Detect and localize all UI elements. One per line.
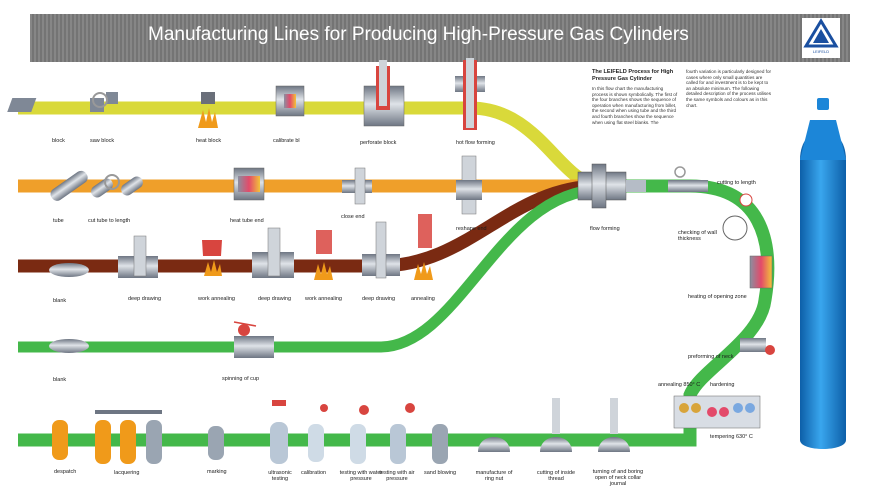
description-col1: In this flow chart the manufacturing pro…	[592, 86, 678, 125]
logo-text: LEIFELD	[812, 49, 830, 54]
sand-blowing-icon	[432, 424, 448, 464]
label-tube: tube	[53, 218, 64, 224]
description-col2: fourth variation is particularly designe…	[686, 69, 772, 108]
blank-disc-icon-2	[49, 339, 89, 353]
annealing-icon-3	[414, 214, 433, 280]
block-icon	[7, 98, 37, 112]
wall-thickness-gauge-icon	[722, 193, 753, 241]
calibrate-block-icon	[275, 85, 305, 117]
description-title: The LEIFELD Process for High Pressure Ga…	[592, 69, 674, 82]
blank-line-2	[18, 184, 601, 353]
label-annealing-850: annealing 850° C	[658, 382, 701, 388]
lacquering-cylinders-icon	[95, 410, 162, 464]
label-heating-opening: heating of opening zone	[688, 294, 747, 300]
label-inside-thread: cutting of inside thread	[536, 470, 576, 482]
label-water-pressure: testing with water pressure	[339, 470, 383, 482]
label-spinning-cup: spinning of cup	[222, 376, 259, 382]
reshape-end-icon	[456, 155, 482, 215]
gas-cylinder-icon	[800, 98, 846, 449]
label-deep-drawing-1: deep drawing	[128, 296, 162, 302]
flow-forming-machine-icon	[577, 163, 646, 209]
label-lacquering: lacquering	[114, 470, 140, 476]
page-title: Manufacturing Lines for Producing High-P…	[148, 24, 689, 45]
blank-disc-icon	[49, 263, 89, 277]
company-logo: LEIFELD	[802, 18, 840, 58]
label-deep-drawing-2: deep drawing	[258, 296, 292, 302]
work-annealing-icon-2	[314, 230, 333, 280]
water-pressure-test-icon	[350, 405, 369, 464]
heat-block-icon	[198, 92, 218, 128]
label-heat-block: heat block	[196, 138, 222, 144]
label-ring-nut: manufacture of ring nut	[475, 470, 513, 482]
label-annealing-3: annealing	[411, 296, 435, 302]
hot-flow-forming-icon	[455, 58, 485, 130]
label-blank-1: blank	[53, 298, 67, 304]
label-cutting-to-length: cutting to length	[717, 180, 756, 186]
heating-opening-zone-icon	[749, 255, 773, 289]
label-work-annealing-1: work annealing	[198, 296, 235, 302]
label-checking-wall: checking of wall thickness	[678, 230, 717, 242]
label-close-end: close end	[341, 214, 365, 220]
annealing-hardening-tank-icon	[673, 395, 761, 429]
close-end-icon	[342, 167, 372, 205]
label-calibration: calibration	[301, 470, 327, 476]
label-neck-collar: turning of and boring open of neck colla…	[592, 469, 644, 487]
label-preforming-neck: preforming of neck	[688, 354, 734, 360]
cutting-to-length-icon	[668, 166, 708, 192]
spinning-cup-icon	[233, 321, 274, 358]
deep-drawing-icon-2	[252, 227, 294, 278]
label-flow-forming: flow forming	[590, 226, 620, 232]
neck-collar-icon	[598, 398, 630, 452]
label-tempering: tempering 630° C	[710, 434, 753, 440]
label-calibrate: calibrate bl	[273, 138, 300, 144]
cut-tube-icon	[91, 174, 143, 198]
label-work-annealing-2: work annealing	[305, 296, 342, 302]
label-despatch: despatch	[54, 469, 77, 475]
label-perforate-block: perforate block	[360, 140, 397, 146]
air-pressure-test-icon	[390, 403, 415, 464]
label-hardening: hardening	[710, 382, 735, 388]
label-saw-block: saw block	[90, 138, 115, 144]
label-air-pressure: testing with air pressure	[379, 470, 415, 482]
deep-drawing-icon-3	[362, 221, 400, 279]
label-ultrasonic: ultrasonic testing	[268, 470, 292, 482]
ring-nut-icon	[478, 437, 510, 452]
despatch-cylinders-icon	[52, 420, 68, 460]
label-hot-flow-forming: hot flow forming	[456, 140, 495, 146]
main-green-line	[18, 179, 775, 447]
preforming-neck-icon	[740, 338, 775, 355]
blank-line-1	[18, 179, 601, 273]
label-cut-tube: cut tube to length	[88, 218, 131, 224]
inside-thread-icon	[540, 398, 572, 452]
label-marking: marking	[207, 469, 227, 475]
heat-tube-end-icon	[233, 167, 265, 201]
label-sand-blowing: sand blowing	[424, 470, 457, 476]
perforate-block-icon	[363, 60, 405, 127]
label-reshape-end: reshape end	[456, 226, 487, 232]
marking-icon	[208, 426, 224, 460]
logo-triangle-icon	[803, 18, 839, 48]
label-block: block	[52, 138, 65, 144]
label-blank-2: blank	[53, 377, 67, 383]
header-banner: Manufacturing Lines for Producing High-P…	[30, 14, 850, 62]
deep-drawing-icon-1	[118, 235, 158, 278]
label-deep-drawing-3: deep drawing	[362, 296, 396, 302]
tube-icon	[50, 170, 88, 201]
billet-line	[18, 101, 601, 192]
saw-block-icon	[90, 92, 118, 112]
ultrasonic-testing-icon	[270, 400, 288, 464]
calibration-icon	[308, 404, 328, 462]
label-heat-tube-end: heat tube end	[230, 218, 264, 224]
work-annealing-cup-icon	[202, 240, 222, 276]
